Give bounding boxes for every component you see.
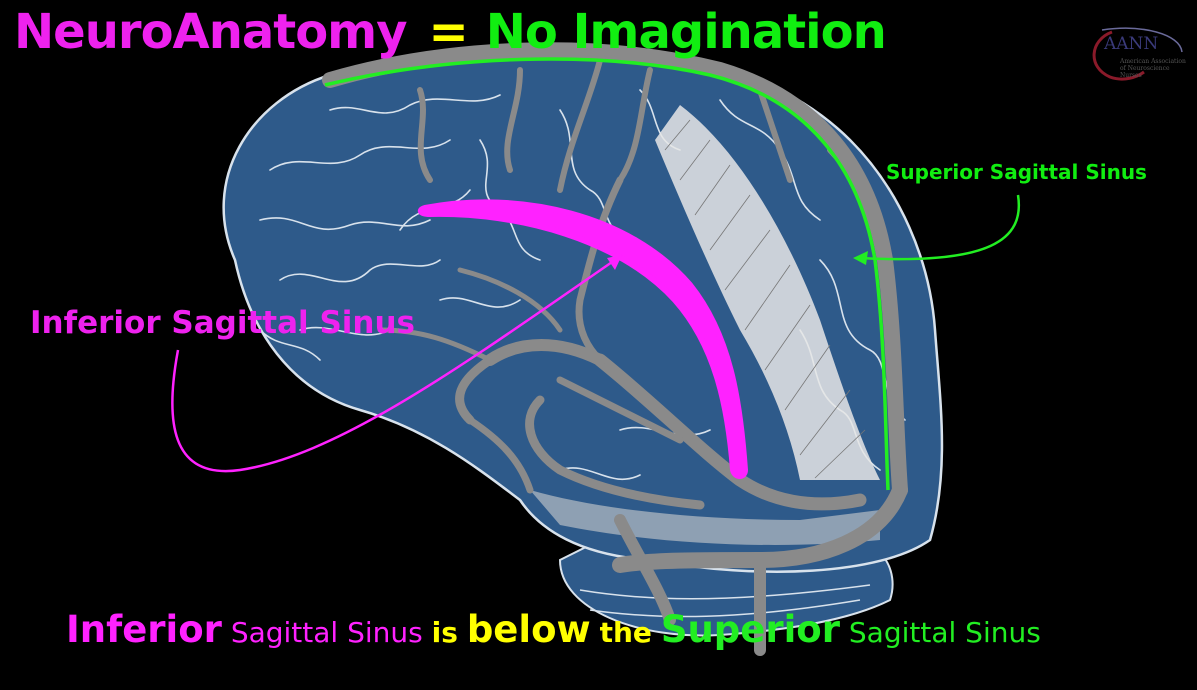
title-equals: = xyxy=(428,4,468,60)
logo-subtitle: American Association of Neuroscience Nur… xyxy=(1120,58,1186,79)
inferior-pointer-arrow xyxy=(171,258,616,473)
cerebellum-folia xyxy=(579,584,871,618)
superior-arrowhead xyxy=(853,251,868,265)
slide-title: NeuroAnatomy = No Imagination xyxy=(14,4,887,60)
superior-sagittal-sinus-label: Superior Sagittal Sinus xyxy=(886,160,1147,184)
falx-hatching xyxy=(664,119,866,479)
aann-logo: AANN American Association of Neuroscienc… xyxy=(1082,22,1188,86)
caption-is: is xyxy=(431,616,458,649)
caption-below: below xyxy=(466,608,591,651)
inferior-arrowhead xyxy=(607,255,622,270)
inferior-sagittal-sinus-shape xyxy=(417,199,748,479)
caption-sagittal-sinus-1: Sagittal Sinus xyxy=(230,616,423,649)
tentorium xyxy=(530,490,880,545)
title-part-2: No Imagination xyxy=(485,4,887,60)
logo-name: AANN xyxy=(1104,34,1159,54)
venous-network xyxy=(322,42,908,656)
caption-superior: Superior xyxy=(660,608,840,651)
caption-sagittal-sinus-2: Sagittal Sinus xyxy=(848,616,1041,649)
logo-swoosh-icon xyxy=(1092,27,1183,81)
caption: Inferior Sagittal Sinus is below the Sup… xyxy=(66,608,1041,651)
falx-cerebri xyxy=(655,105,880,480)
caption-the: the xyxy=(599,616,652,649)
superior-sagittal-sinus-line xyxy=(324,57,890,491)
superior-pointer-arrow xyxy=(859,194,1021,261)
inferior-sagittal-sinus-label: Inferior Sagittal Sinus xyxy=(30,305,415,341)
title-part-1: NeuroAnatomy xyxy=(14,4,407,60)
caption-inferior: Inferior xyxy=(66,608,222,651)
